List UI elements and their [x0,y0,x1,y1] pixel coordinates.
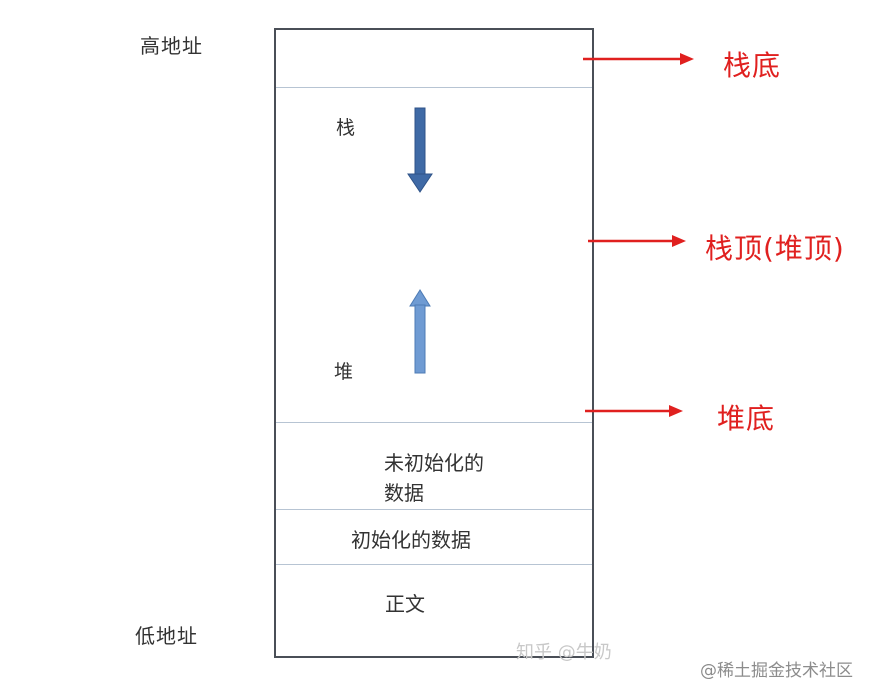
stack-bottom-annotation: 栈底 [723,49,782,82]
initialized-data-divider [276,564,592,565]
uninitialized-data-divider [276,509,592,510]
low-address-label: 低地址 [135,624,198,648]
stack-growth-down-arrow-icon [407,107,433,193]
stack-bottom-divider [276,87,592,88]
stack-bottom-arrow-icon [583,53,694,65]
uninitialized-data-line2: 数据 [384,481,424,505]
stack-top-annotation: 栈顶(堆顶) [705,232,845,265]
stack-top-arrow-icon [588,235,686,247]
heap-label: 堆 [334,361,354,383]
juejin-watermark: @稀土掘金技术社区 [700,661,853,681]
heap-bottom-divider [276,422,592,423]
initialized-data-label: 初始化的数据 [351,528,471,552]
high-address-label: 高地址 [140,34,203,58]
zhihu-watermark: 知乎 @牛奶 [516,642,612,663]
heap-bottom-annotation: 堆底 [717,402,776,435]
stack-label: 栈 [336,117,356,139]
heap-bottom-arrow-icon [585,405,683,417]
uninitialized-data-label: 未初始化的 数据 [384,448,484,508]
memory-layout-box: 栈 堆 未初始化的 数据 初始化的数据 正文 [274,28,594,658]
heap-growth-up-arrow-icon [409,289,431,374]
uninitialized-data-line1: 未初始化的 [384,451,484,475]
text-segment-label: 正文 [385,592,425,616]
